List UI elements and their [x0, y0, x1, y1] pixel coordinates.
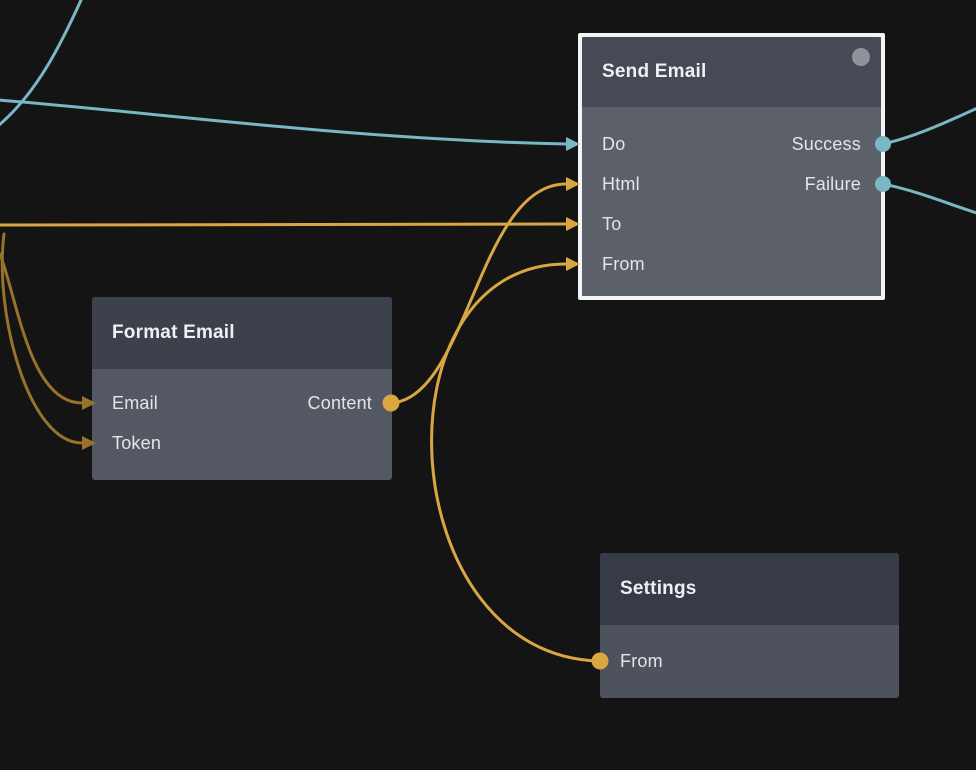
node-title: Settings [620, 578, 697, 599]
node-status-dot-icon [852, 48, 870, 66]
wire-to-token-input[interactable] [0, 232, 84, 445]
input-port-token-arrow-icon[interactable] [82, 436, 96, 450]
node-send-email[interactable]: Send Email Do Success Html Failure To Fr… [578, 33, 885, 300]
input-port-from-arrow-icon[interactable] [566, 257, 580, 271]
node-settings-body: From [600, 625, 899, 681]
output-port-success[interactable] [875, 136, 891, 152]
port-row: Email Content [92, 383, 392, 423]
node-title: Format Email [112, 322, 235, 343]
wire-to-to-input[interactable] [0, 222, 568, 227]
input-label-do: Do [602, 133, 626, 154]
node-format-email-body: Email Content Token [92, 369, 392, 463]
wire-settingsfrom-to-from[interactable] [430, 262, 602, 663]
input-port-do-arrow-icon[interactable] [566, 137, 580, 151]
output-label-failure: Failure [804, 173, 861, 194]
node-format-email[interactable]: Format Email Email Content Token [92, 297, 392, 480]
port-row: To [582, 204, 881, 244]
wire-content-to-html[interactable] [389, 182, 568, 405]
node-send-email-header[interactable]: Send Email [582, 37, 881, 107]
input-label-to: To [602, 213, 622, 234]
node-settings-header[interactable]: Settings [600, 553, 899, 625]
node-settings[interactable]: Settings From [600, 553, 899, 698]
port-row: Do Success [582, 124, 881, 164]
output-label-from: From [620, 650, 663, 671]
input-label-from: From [602, 253, 645, 274]
output-port-settings-from[interactable] [591, 652, 609, 670]
node-send-email-body: Do Success Html Failure To From [582, 107, 881, 284]
wire-failure-out[interactable] [881, 182, 976, 215]
port-row: Html Failure [582, 164, 881, 204]
wire-success-out[interactable] [881, 107, 976, 146]
port-row: Token [92, 423, 392, 463]
node-title: Send Email [602, 61, 707, 82]
port-row: From [600, 641, 899, 681]
output-label-success: Success [791, 133, 861, 154]
input-label-token: Token [112, 432, 162, 453]
output-port-content[interactable] [382, 394, 400, 412]
output-label-content: Content [307, 392, 372, 413]
wire-offscreen-topleft[interactable] [0, 0, 83, 127]
input-port-html-arrow-icon[interactable] [566, 177, 580, 191]
port-row: From [582, 244, 881, 284]
input-port-email-arrow-icon[interactable] [82, 396, 96, 410]
input-label-email: Email [112, 392, 159, 413]
wire-to-do-input[interactable] [0, 98, 568, 146]
input-port-to-arrow-icon[interactable] [566, 217, 580, 231]
output-port-failure[interactable] [875, 176, 891, 192]
input-label-html: Html [602, 173, 640, 194]
wire-to-email-input[interactable] [0, 252, 84, 405]
node-format-email-header[interactable]: Format Email [92, 297, 392, 369]
